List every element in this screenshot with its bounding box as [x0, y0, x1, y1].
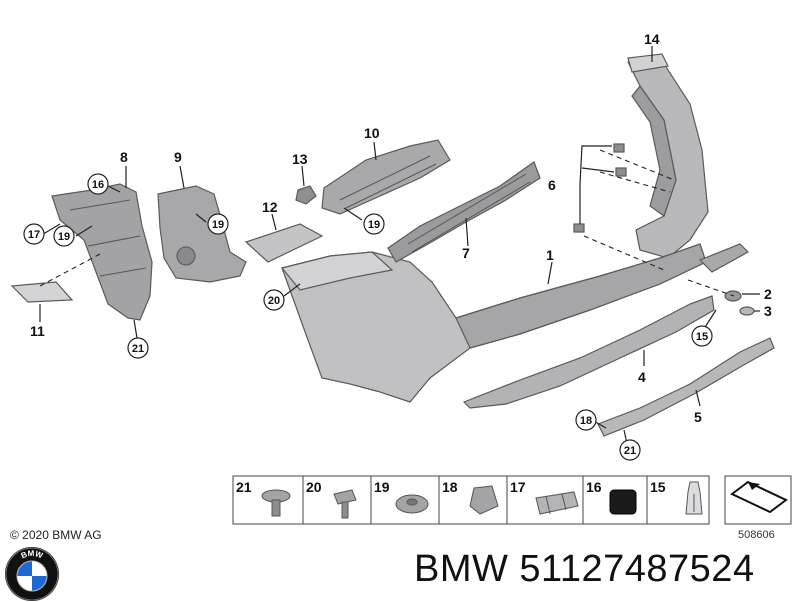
circled-callout-19b: 19 [207, 213, 229, 235]
part-6-clips [573, 143, 627, 233]
part-12-plate [244, 223, 324, 263]
callout-14: 14 [644, 31, 660, 47]
callout-12: 12 [262, 199, 278, 215]
part-5-lower-trim [597, 337, 775, 437]
copyright-text: © 2020 BMW AG [10, 528, 102, 542]
part-1-bumper-trim [280, 243, 707, 403]
hw-label-19: 19 [374, 479, 390, 495]
hw-label-15: 15 [650, 479, 666, 495]
svg-text:19: 19 [58, 231, 70, 243]
hw-20-screw [333, 489, 357, 519]
hw-16-rubber-block [609, 489, 637, 515]
circled-callout-18: 18 [575, 409, 597, 431]
svg-text:19: 19 [212, 219, 224, 231]
callout-7: 7 [462, 245, 470, 261]
callout-10: 10 [364, 125, 380, 141]
callout-13: 13 [292, 151, 308, 167]
hw-18-speed-nut [469, 485, 499, 515]
part-10-upper-bracket [321, 139, 451, 215]
diagram-code: 508606 [738, 529, 775, 541]
callout-5: 5 [694, 409, 702, 425]
callout-11: 11 [30, 323, 45, 339]
assembly-symbol-icon [730, 480, 788, 514]
hw-label-20: 20 [306, 479, 322, 495]
hw-17-clip [535, 491, 579, 515]
callout-2: 2 [764, 286, 772, 302]
dashed-assembly-lines [39, 149, 735, 297]
svg-text:21: 21 [132, 343, 144, 355]
bmw-logo-letters: BMW [20, 549, 45, 561]
circled-callout-16: 16 [87, 173, 109, 195]
callout-1: 1 [546, 247, 554, 263]
callout-8: 8 [120, 149, 128, 165]
callout-6: 6 [548, 177, 556, 193]
part-number-title: BMW 51127487524 [414, 548, 755, 590]
svg-text:17: 17 [28, 229, 40, 241]
hw-label-16: 16 [586, 479, 602, 495]
hw-21-push-clip [261, 489, 291, 517]
part-14-upper-cover [627, 53, 709, 259]
svg-text:20: 20 [268, 295, 280, 307]
svg-text:15: 15 [696, 331, 708, 343]
svg-text:18: 18 [580, 415, 592, 427]
hw-label-18: 18 [442, 479, 458, 495]
hw-label-21: 21 [236, 479, 252, 495]
part-9-bracket-right [157, 185, 247, 283]
part-3-plug [739, 306, 755, 316]
circled-callout-15: 15 [691, 325, 713, 347]
svg-text:21: 21 [624, 445, 636, 457]
circled-callout-19c: 19 [363, 213, 385, 235]
part-11-trim [10, 281, 74, 303]
hardware-strip: 21 20 19 18 17 16 15 [232, 475, 792, 541]
part-8-bracket-left [51, 183, 153, 321]
hw-label-17: 17 [510, 479, 526, 495]
circled-callout-17: 17 [23, 223, 45, 245]
part-7-reinforcement [387, 161, 541, 263]
bmw-logo: BMW [5, 547, 59, 601]
part-diffuser-side [698, 243, 749, 273]
svg-text:19: 19 [368, 219, 380, 231]
svg-text:16: 16 [92, 179, 104, 191]
hw-15-rivet [685, 481, 703, 515]
callout-3: 3 [764, 303, 772, 319]
circled-callout-20: 20 [263, 289, 285, 311]
circled-callout-19a: 19 [53, 225, 75, 247]
callout-4: 4 [638, 369, 646, 385]
leader-lines [39, 46, 760, 449]
circled-callout-21a: 21 [127, 337, 149, 359]
part-13-clip [295, 185, 317, 205]
part-4-diffuser [462, 295, 715, 409]
callout-9: 9 [174, 149, 182, 165]
circled-callout-21b: 21 [619, 439, 641, 461]
hw-19-nut [395, 494, 429, 514]
